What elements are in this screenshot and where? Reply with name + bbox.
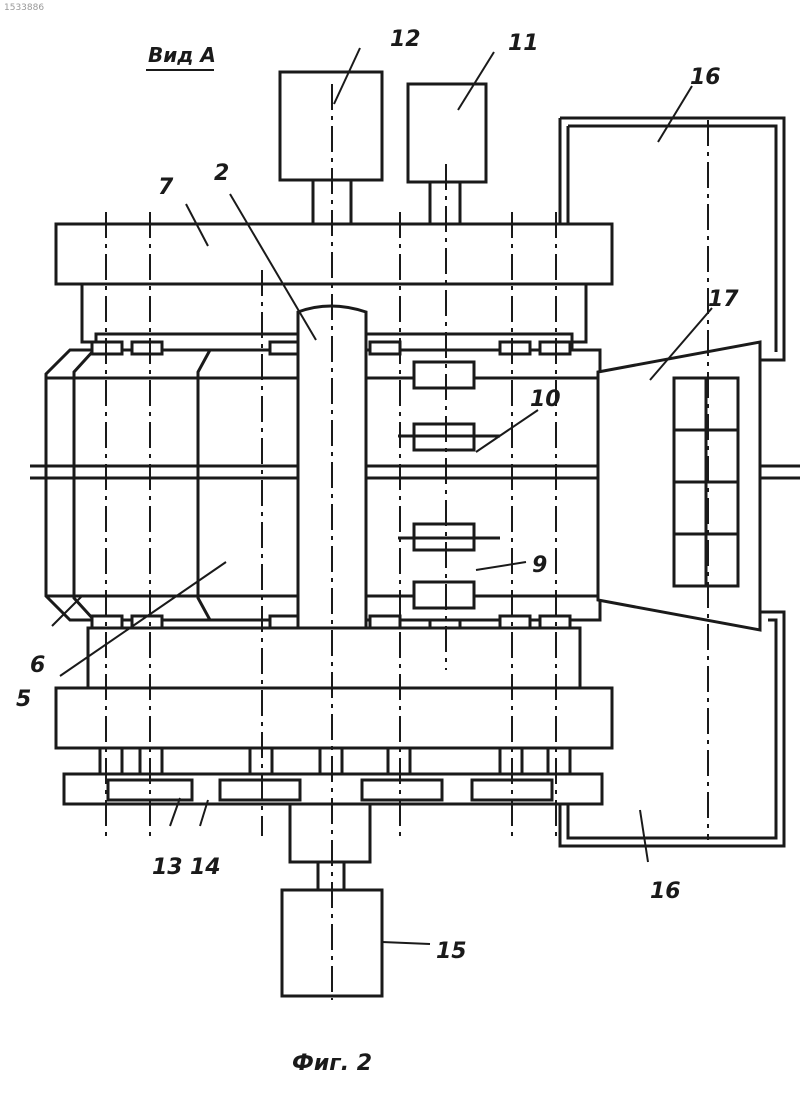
callout-13: 13 [152,855,183,880]
callout-7: 7 [158,175,174,200]
callout-15: 15 [436,939,467,964]
corner-code: 1533886 [4,3,44,13]
view-label: Вид А [148,43,216,67]
callout-9: 9 [532,553,547,578]
callout-11: 11 [508,31,539,56]
callout-14: 14 [190,855,221,880]
chute-17 [598,342,760,630]
callout-5: 5 [16,687,31,712]
callout-17: 17 [708,287,739,312]
callout-2: 2 [214,161,229,186]
callout-12: 12 [390,27,421,52]
callout-10: 10 [530,387,561,412]
lower-frame [56,628,612,748]
callout-6: 6 [30,653,45,678]
callout-16-bottom: 16 [650,879,681,904]
figure-caption: Фиг. 2 [292,1051,372,1076]
callout-16-top: 16 [690,65,721,90]
